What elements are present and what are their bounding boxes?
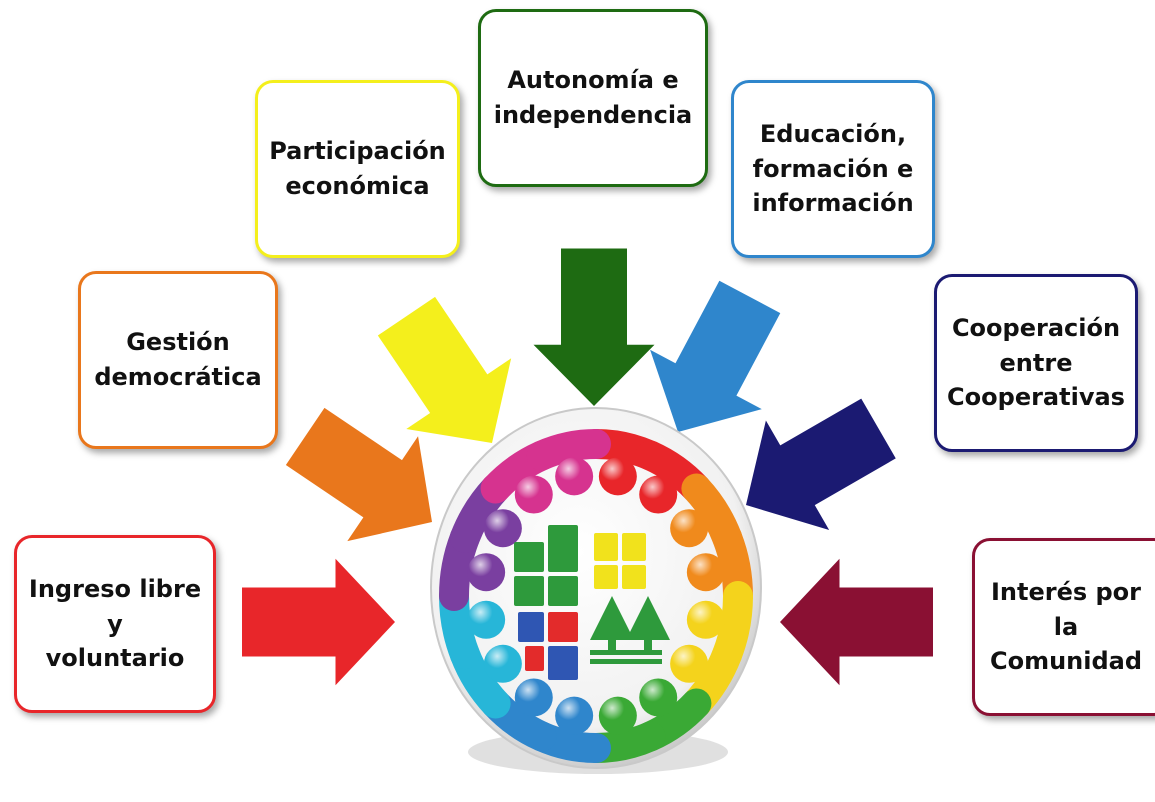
arrow-cooperacion (746, 398, 896, 531)
principle-label-autonomia: Autonomía e independencia (493, 66, 693, 129)
principle-box-participacion: Participación económica (255, 80, 460, 258)
person-head-shine (514, 678, 553, 717)
arrow-ingreso (242, 558, 395, 686)
person-head-shine (467, 553, 506, 592)
person-head-shine (670, 644, 709, 683)
principle-label-gestion: Gestión democrática (94, 328, 262, 391)
person-head-shine (555, 696, 594, 735)
person-head-shine (670, 509, 709, 548)
person-head-shine (483, 509, 522, 548)
arrow-gestion (285, 407, 432, 542)
person-head-shine (514, 475, 553, 514)
arrow-autonomia (533, 248, 655, 406)
principle-label-participacion: Participación económica (269, 137, 446, 200)
person-head-shine (686, 600, 725, 639)
principle-box-cooperacion: Cooperación entre Cooperativas (934, 274, 1138, 452)
arrow-participacion (377, 296, 512, 443)
ring-arm-segment (526, 429, 611, 471)
person-head-shine (686, 553, 725, 592)
person-head-shine (598, 696, 637, 735)
principle-label-cooperacion: Cooperación entre Cooperativas (947, 313, 1125, 412)
people-ring (439, 429, 753, 763)
person-head-shine (639, 475, 678, 514)
arrow-interes (780, 558, 933, 686)
principle-box-gestion: Gestión democrática (78, 271, 278, 449)
cooperative-logo-icon (514, 525, 670, 680)
principle-box-educacion: Educación, formación e información (731, 80, 935, 258)
person-head-shine (639, 678, 678, 717)
principle-label-educacion: Educación, formación e información (752, 119, 914, 218)
person-head-shine (555, 457, 594, 496)
principle-box-interes: Interés por la Comunidad (972, 538, 1155, 716)
cooperative-emblem (430, 407, 762, 774)
arrow-educacion (650, 280, 781, 432)
principle-label-ingreso: Ingreso libre y voluntario (28, 574, 202, 673)
principle-box-autonomia: Autonomía e independencia (478, 9, 708, 187)
principle-box-ingreso: Ingreso libre y voluntario (14, 535, 216, 713)
person-head-shine (483, 644, 522, 683)
person-head-shine (467, 600, 506, 639)
principle-label-interes: Interés por la Comunidad (989, 577, 1143, 676)
person-head-shine (598, 457, 637, 496)
